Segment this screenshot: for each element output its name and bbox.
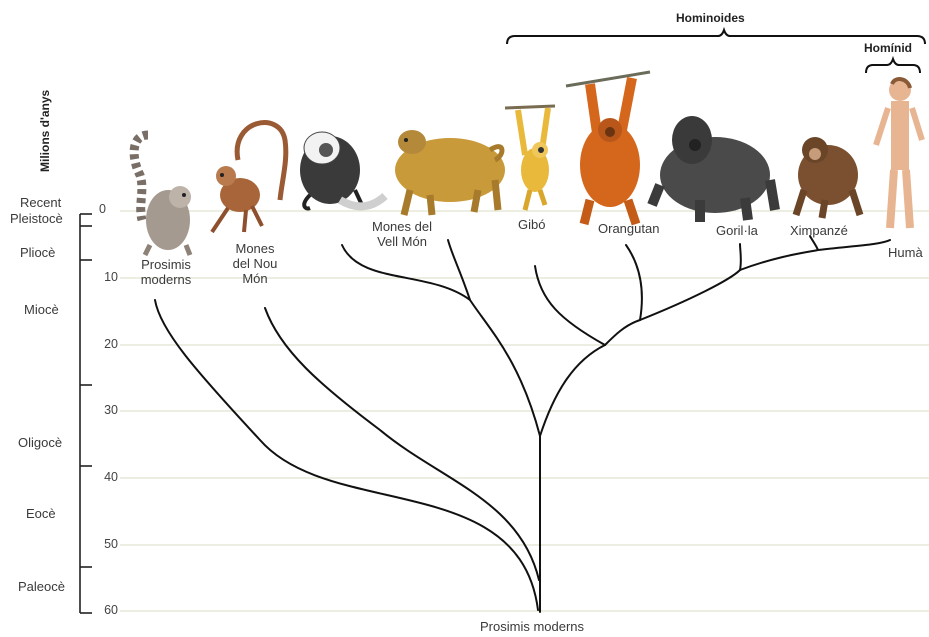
branch-baboon — [448, 240, 470, 300]
branch-human — [818, 240, 890, 250]
gibbon-illustration — [505, 106, 555, 210]
taxon-label-new-world-monkeys-line1: Mones — [225, 242, 285, 257]
y-axis-title: Milions d'anys — [38, 90, 52, 172]
branch-prosimians — [155, 300, 538, 610]
group-label-hominid: Homínid — [864, 42, 912, 56]
baboon-illustration — [395, 130, 505, 215]
tick-label-0: 0 — [76, 202, 106, 216]
taxon-label-new-world-monkeys: Mones del Nou Món — [225, 242, 285, 287]
taxon-label-old-world-monkeys-line2: Vell Món — [362, 235, 442, 250]
hominoides-bracket — [507, 30, 925, 44]
taxon-label-new-world-monkeys-line3: Món — [225, 272, 285, 287]
epoch-eocene: Eocè — [26, 507, 56, 522]
tick-label-50: 50 — [88, 537, 118, 551]
epoch-pleistocene: Pleistocè — [10, 212, 63, 227]
epoch-pliocene: Pliocè — [20, 246, 55, 261]
taxon-label-prosimians-line1: Prosimis — [135, 258, 197, 273]
taxon-label-old-world-monkeys: Mones del Vell Món — [362, 220, 442, 250]
colobus-illustration — [300, 132, 385, 208]
taxon-label-new-world-monkeys-line2: del Nou — [225, 257, 285, 272]
branch-hominini — [740, 250, 818, 270]
tick-label-30: 30 — [88, 403, 118, 417]
lemur-illustration — [134, 135, 191, 255]
branch-orangutan — [626, 245, 642, 320]
orangutan-illustration — [566, 72, 650, 224]
taxon-label-prosimians-line2: moderns — [135, 273, 197, 288]
group-label-hominoides: Hominoides — [676, 12, 745, 26]
epoch-oligocene: Oligocè — [18, 436, 62, 451]
chimpanzee-illustration — [796, 137, 860, 218]
taxon-label-chimpanzee: Ximpanzé — [790, 224, 848, 239]
branch-hominoid-base — [540, 345, 605, 436]
taxon-label-old-world-monkeys-line1: Mones del — [362, 220, 442, 235]
root-label: Prosimis moderns — [480, 620, 584, 635]
epoch-miocene: Miocè — [24, 303, 59, 318]
hominid-bracket — [866, 59, 920, 73]
gorilla-illustration — [652, 116, 775, 222]
branch-colobus — [342, 245, 470, 300]
new-world-monkey-illustration — [212, 123, 286, 232]
tick-label-40: 40 — [88, 470, 118, 484]
tick-label-20: 20 — [88, 337, 118, 351]
branch-new-world-monkeys — [265, 308, 539, 580]
taxon-label-gibbon: Gibó — [518, 218, 545, 233]
epoch-recent: Recent — [20, 196, 61, 211]
taxon-label-gorilla: Goril·la — [716, 224, 758, 239]
taxon-label-prosimians: Prosimis moderns — [135, 258, 197, 288]
taxon-label-human: Humà — [888, 246, 923, 261]
human-illustration — [876, 79, 922, 228]
tick-label-10: 10 — [88, 270, 118, 284]
branch-gorilla — [740, 244, 741, 270]
epoch-paleocene: Paleocè — [18, 580, 65, 595]
branches — [155, 236, 890, 612]
tick-label-60: 60 — [88, 603, 118, 617]
branch-old-world-monkeys-base — [470, 300, 540, 436]
branch-great-apes-base — [605, 320, 640, 345]
taxon-label-orangutan: Orangutan — [598, 222, 659, 237]
